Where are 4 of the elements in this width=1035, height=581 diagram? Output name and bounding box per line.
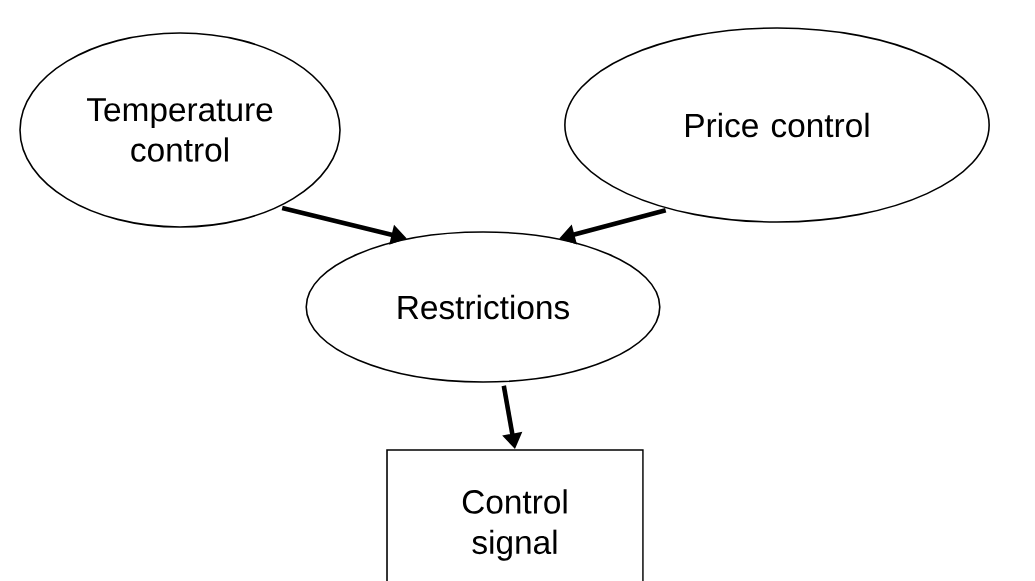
process-box: Control signal [386, 449, 644, 581]
ellipse-node: Price control [564, 27, 990, 223]
ellipse-node: Restrictions [305, 231, 661, 383]
ellipse-node: Temperature control [19, 32, 341, 228]
